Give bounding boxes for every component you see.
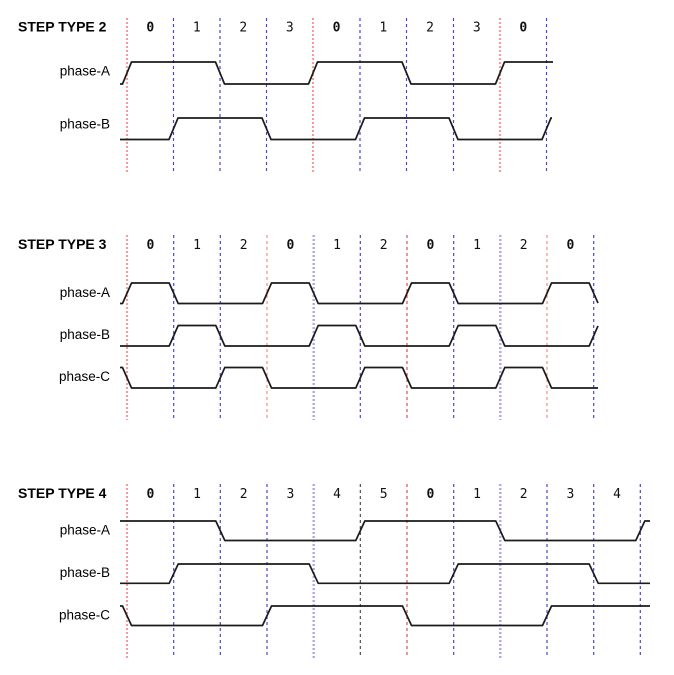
waveform-phase-B: [120, 324, 599, 347]
step-number-label: 3: [473, 21, 481, 36]
step-number-label: 4: [613, 487, 621, 502]
waveform-phase-A: [120, 520, 650, 542]
waveform-phase-C: [120, 366, 598, 389]
step-number-label: 2: [240, 238, 248, 253]
step-number-label: 0: [519, 21, 527, 36]
step-number-label: 2: [240, 487, 248, 502]
waveform-phase-A: [120, 61, 553, 85]
section-step-type-4: STEP TYPE 4 0 1 2 3 4 5 0 1 2 3 4 phase-A phase-B phas…: [18, 484, 650, 658]
phase-label: phase-A: [60, 285, 110, 300]
step-number-label: 1: [473, 487, 481, 502]
step-number-label: 1: [379, 21, 387, 36]
step-number-label: 2: [520, 238, 528, 253]
waveform-phase-A: [120, 282, 599, 305]
step-number-label: 0: [286, 238, 294, 253]
section-step-type-3: STEP TYPE 3 0 1 2 0 1 2 0 1 2 0 phase-A phase-B phase…: [18, 235, 599, 420]
step-number-label: 0: [333, 21, 341, 36]
phase-label: phase-A: [60, 523, 110, 538]
step-number-label: 0: [426, 487, 434, 502]
phase-label: phase-C: [59, 369, 110, 384]
step-number-label: 3: [566, 487, 574, 502]
step-number-label: 1: [193, 487, 201, 502]
step-number-label: 0: [146, 238, 154, 253]
step-number-label: 2: [520, 487, 528, 502]
section-title: STEP TYPE 2: [18, 19, 107, 35]
waveform-phase-C: [120, 605, 650, 627]
step-number-label: 0: [146, 487, 154, 502]
step-number-label: 5: [380, 487, 388, 502]
step-number-label: 0: [146, 21, 154, 36]
phase-label: phase-C: [59, 608, 110, 623]
step-number-label: 3: [286, 21, 294, 36]
phase-label: phase-B: [60, 327, 110, 342]
waveform-phase-B: [120, 117, 552, 141]
step-number-label: 0: [566, 238, 574, 253]
waveform-phase-B: [120, 563, 650, 585]
section-title: STEP TYPE 4: [18, 485, 107, 501]
step-number-label: 1: [333, 238, 341, 253]
step-number-label: 2: [380, 238, 388, 253]
phase-label: phase-A: [60, 64, 110, 79]
step-number-label: 2: [239, 21, 247, 36]
phase-label: phase-B: [60, 565, 110, 580]
step-number-label: 3: [286, 487, 294, 502]
step-number-label: 1: [193, 21, 201, 36]
step-number-label: 2: [426, 21, 434, 36]
step-number-label: 4: [333, 487, 341, 502]
section-title: STEP TYPE 3: [18, 236, 107, 252]
section-step-type-2: STEP TYPE 2 0 1 2 3 0 1 2 3 0 phase-A phase-B: [18, 18, 553, 172]
step-number-label: 0: [426, 238, 434, 253]
step-number-label: 1: [473, 238, 481, 253]
step-number-label: 1: [193, 238, 201, 253]
phase-label: phase-B: [60, 117, 110, 132]
